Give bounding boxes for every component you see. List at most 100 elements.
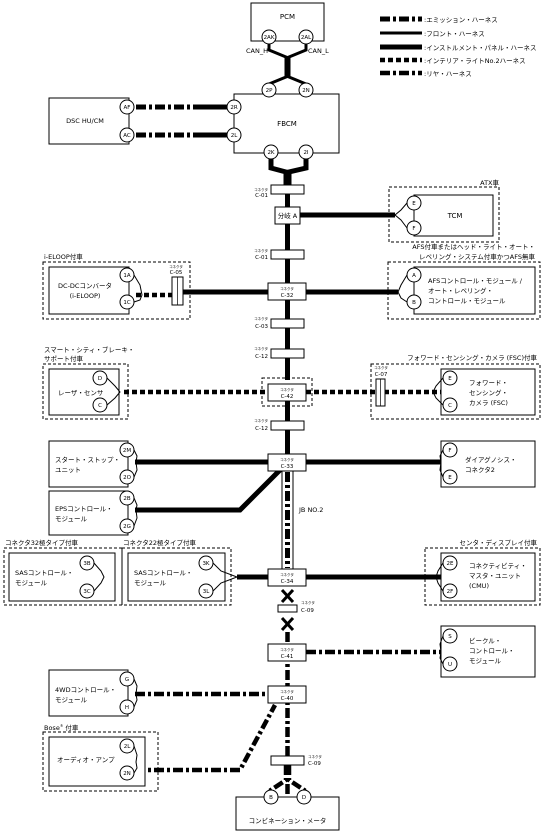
fourwd-pin-g-label: G xyxy=(125,677,129,683)
connector-c12-upper-body xyxy=(270,348,305,359)
diag-pin-bracket xyxy=(439,449,444,478)
eps-module: EPSコントロール・ モジュール 2B 2G xyxy=(48,490,138,536)
connector-c41: コネクタ C-41 xyxy=(267,643,307,662)
branch-a: 分岐 A xyxy=(274,206,301,225)
dcdc-title-2: (i-ELOOP) xyxy=(70,292,101,300)
branch-a-label: 分岐 A xyxy=(278,211,298,220)
fourwd-module: 4WDコントロール・ モジュール G H xyxy=(48,669,138,717)
afs-group-outline xyxy=(387,261,541,320)
connector-c42: コネクタ C-42 xyxy=(261,377,313,407)
connector-c34-small: コネクタ xyxy=(280,572,294,577)
connector-c05-label: C-05 xyxy=(170,270,183,276)
connector-c34-body xyxy=(267,568,307,587)
dcdc-pin-bracket xyxy=(133,274,143,303)
connector-c12-upper: コネクタ C-12 xyxy=(254,346,305,360)
tcm-title: TCM xyxy=(447,212,463,220)
dcdc-pin-1c-label: 1C xyxy=(123,300,130,306)
connector-c09-upper-body xyxy=(277,604,298,613)
afs-pin-b-label: B xyxy=(412,300,416,306)
connector-c07-small: コネクタ xyxy=(374,365,388,370)
connector-c32: コネクタ C-32 xyxy=(267,282,307,301)
dsc-pin-ac xyxy=(119,127,135,143)
laser-title: レーザ・センサ xyxy=(58,389,103,397)
afs-group-label-1: AFS付車またはヘッド・ライト・オート・ xyxy=(412,242,535,251)
legend-instrument-label: :インストルメント・パネル・ハーネス xyxy=(424,44,537,52)
connector-c01-lower: コネクタ C-01 xyxy=(254,248,305,261)
sas32-pin-3b-label: 3B xyxy=(83,561,90,567)
legend-emission-label: :エミッション・ハーネス xyxy=(424,16,498,24)
sas22-module: コネクタ22極タイプ付車 SASコントロール・ モジュール 3K 3L xyxy=(121,538,239,606)
laser-pin-c-label: C xyxy=(98,403,102,409)
connector-c12-upper-label: C-12 xyxy=(255,354,268,360)
audio-group-label-suffix: 付車 xyxy=(63,723,79,732)
cmu-pin-bracket xyxy=(435,562,444,592)
connector-c42-outline xyxy=(261,377,313,407)
cmu-title-2: マスタ・ユニット xyxy=(469,571,521,580)
fsc-pin-e-label: E xyxy=(448,376,452,382)
audio-group-label-registered: ® xyxy=(60,724,64,728)
connector-c05-small: コネクタ xyxy=(169,264,183,269)
wire-audio xyxy=(135,703,277,773)
fbcm-box xyxy=(233,93,340,154)
meter-module: コンビネーション・メータ B D xyxy=(235,789,340,831)
cross-marker-2 xyxy=(280,616,295,632)
branch-a-box xyxy=(274,206,301,225)
legend-interior-label: :インテリア・ライトNo.2ハーネス xyxy=(424,57,526,65)
cmu-pin-2e-label: 2E xyxy=(447,561,454,567)
connector-c03-body xyxy=(270,318,305,329)
sas32-group-label: コネクタ32極タイプ付車 xyxy=(5,538,79,547)
pcm-pin-2al xyxy=(298,29,314,45)
fbcm-module: FBCM 2P 2N 2R 2L 2K 2I xyxy=(226,82,340,160)
connector-c42-small: コネクタ xyxy=(280,387,294,392)
fbcm-pin-2n-label: 2N xyxy=(302,88,310,94)
laser-pin-d-label: D xyxy=(98,376,102,382)
dcdc-group-label: i-ELOOP付車 xyxy=(44,252,83,261)
audio-title: オーディオ・アンプ xyxy=(57,755,115,764)
connector-c34-label: C-34 xyxy=(281,579,294,585)
connector-c42-body xyxy=(267,383,307,402)
fsc-pin-bracket xyxy=(432,377,444,406)
startstop-pin-2m-label: 2M xyxy=(123,448,131,454)
connector-c12-lower-label: C-12 xyxy=(255,426,268,432)
connector-c33-label: C-33 xyxy=(281,464,294,470)
startstop-box xyxy=(48,440,129,488)
audio-pin-2n-label: 2N xyxy=(123,771,131,777)
legend: :エミッション・ハーネス :フロント・ハーネス :インストルメント・パネル・ハー… xyxy=(380,16,537,78)
afs-pin-a-label: A xyxy=(412,273,416,279)
connector-c09-upper-small: コネクタ xyxy=(301,600,315,605)
dcdc-group-outline xyxy=(42,261,191,320)
dcdc-title-1: DC-DCコンバータ xyxy=(58,281,112,290)
connector-c01-upper-label: C-01 xyxy=(255,193,268,199)
fbcm-pin-2p-label: 2P xyxy=(266,88,273,94)
sas32-pin-bracket xyxy=(93,562,105,592)
fsc-title-3: カメラ (FSC) xyxy=(469,399,508,407)
vehicle-title-1: ビークル・ xyxy=(469,636,501,645)
audio-pin-bracket xyxy=(133,745,138,774)
connector-c01-upper-small: コネクタ xyxy=(254,187,268,192)
wire-pcm-can-h xyxy=(267,42,288,90)
connector-c09-lower-body xyxy=(270,755,305,766)
fsc-title-1: フォワード・ xyxy=(469,379,508,387)
tcm-pin-e-label: E xyxy=(412,201,416,207)
fsc-group-outline xyxy=(370,363,541,420)
sas22-title-1: SASコントロール・ xyxy=(134,569,192,577)
connector-c40: コネクタ C-40 xyxy=(267,685,307,704)
connector-c01-upper: コネクタ C-01 xyxy=(254,184,305,199)
cmu-pin-2f-label: 2F xyxy=(447,589,454,595)
connector-c09-lower: コネクタ C-09 xyxy=(270,754,322,767)
sas22-pin-3l-label: 3L xyxy=(203,589,210,595)
sas32-title-1: SASコントロール・ xyxy=(15,569,73,577)
connector-c01-lower-label: C-01 xyxy=(255,255,268,261)
connector-c01-lower-body xyxy=(270,249,305,260)
connector-c33-body xyxy=(267,453,307,472)
dcdc-box xyxy=(48,266,130,315)
audio-group-label: Bose® 付車 xyxy=(44,723,79,732)
fbcm-pin-2r-label: 2R xyxy=(230,105,237,111)
afs-title-3: コントロール・モジュール xyxy=(428,297,506,305)
dsc-box xyxy=(48,97,130,145)
wire-pcm-can-l xyxy=(287,42,308,90)
connector-c32-small: コネクタ xyxy=(280,286,294,291)
meter-pin-d-label: D xyxy=(302,795,306,801)
wire-fbcm-2k xyxy=(268,157,289,194)
fbcm-pin-2i xyxy=(298,144,314,160)
